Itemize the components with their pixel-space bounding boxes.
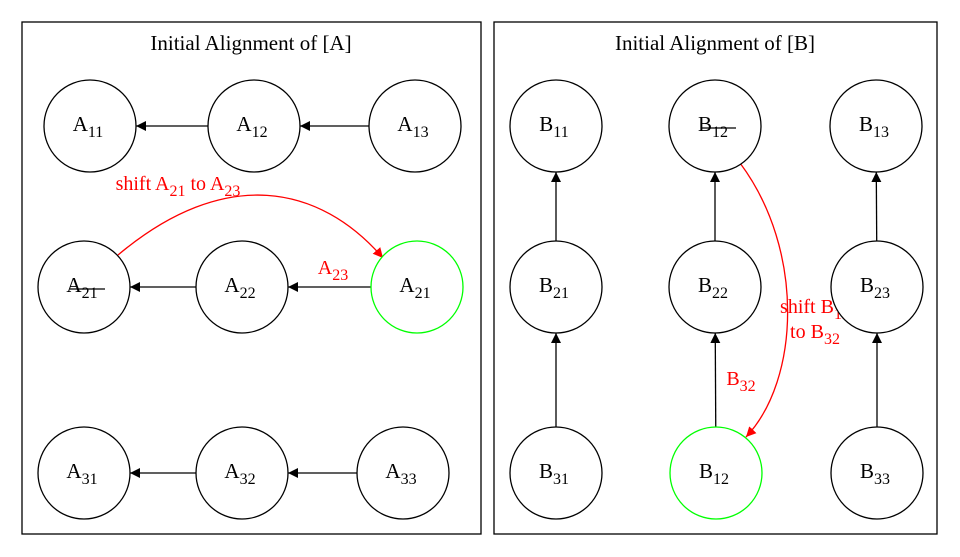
node-a32: A32 [195,426,289,520]
node-label: B33 [860,459,890,488]
edge-a21-old-to-a21-new [117,194,384,259]
node-label: A22 [224,273,255,302]
node-circle [668,240,762,334]
node-circle [195,240,289,334]
node-circle [37,240,131,334]
node-a21-new: A21 [370,240,464,334]
node-label: B31 [539,459,569,488]
node-circle [829,79,923,173]
edge-label-a21-old: shift A21 to A23 [116,173,241,200]
node-circle [368,79,462,173]
panel-b-frame [493,21,938,535]
node-circle [830,240,924,334]
node-circle [370,240,464,334]
node-label: B13 [859,112,889,141]
node-circle [356,426,450,520]
node-a33: A33 [356,426,450,520]
node-a13: A13 [368,79,462,173]
node-circle [207,79,301,173]
node-circle [195,426,289,520]
panel-a: Initial Alignment of [A] A23 shift A21 to… [21,21,482,535]
node-label: A31 [66,459,97,488]
edge-label-a21-new: A23 [318,257,348,284]
node-label: A32 [224,459,255,488]
edge-b12-old-to-b12-new [739,162,789,438]
node-label: B21 [539,273,569,302]
edge-label-b12-new: B32 [726,368,755,395]
node-label: A13 [397,112,428,141]
node-circle [668,79,762,173]
panel-a-title: Initial Alignment of [A] [150,31,351,55]
node-b11: B11 [509,79,603,173]
node-circle [509,426,603,520]
node-label: A33 [385,459,416,488]
node-a31: A31 [37,426,131,520]
node-b13: B13 [829,79,923,173]
node-b31: B31 [509,426,603,520]
node-b12-old: B12 [668,79,762,173]
node-label: A11 [73,112,104,141]
node-circle [509,79,603,173]
node-b21: B21 [509,240,603,334]
node-circle [509,240,603,334]
panel-a-edges: A23 shift A21 to A23 [116,121,384,478]
node-label: A12 [236,112,267,141]
node-label: A21 [399,273,430,302]
node-label: B12 [699,459,729,488]
edge-b12-new-to-b22 [710,332,721,428]
node-circle [669,426,763,520]
edge-label-b12-old-line2: to B32 [790,321,840,348]
node-b22: B22 [668,240,762,334]
node-label: B22 [698,273,728,302]
node-b12-new: B12 [669,426,763,520]
node-label: B11 [539,112,568,141]
node-circle [37,426,131,520]
node-a12: A12 [207,79,301,173]
node-b33: B33 [830,426,924,520]
node-a21-old: A21 [37,240,131,334]
node-b23: B23 [830,240,924,334]
node-a22: A22 [195,240,289,334]
panel-a-frame [21,21,482,535]
node-circle [43,79,137,173]
node-a11: A11 [43,79,137,173]
node-label: B23 [860,273,890,302]
panel-b-title: Initial Alignment of [B] [615,31,815,55]
node-circle [830,426,924,520]
